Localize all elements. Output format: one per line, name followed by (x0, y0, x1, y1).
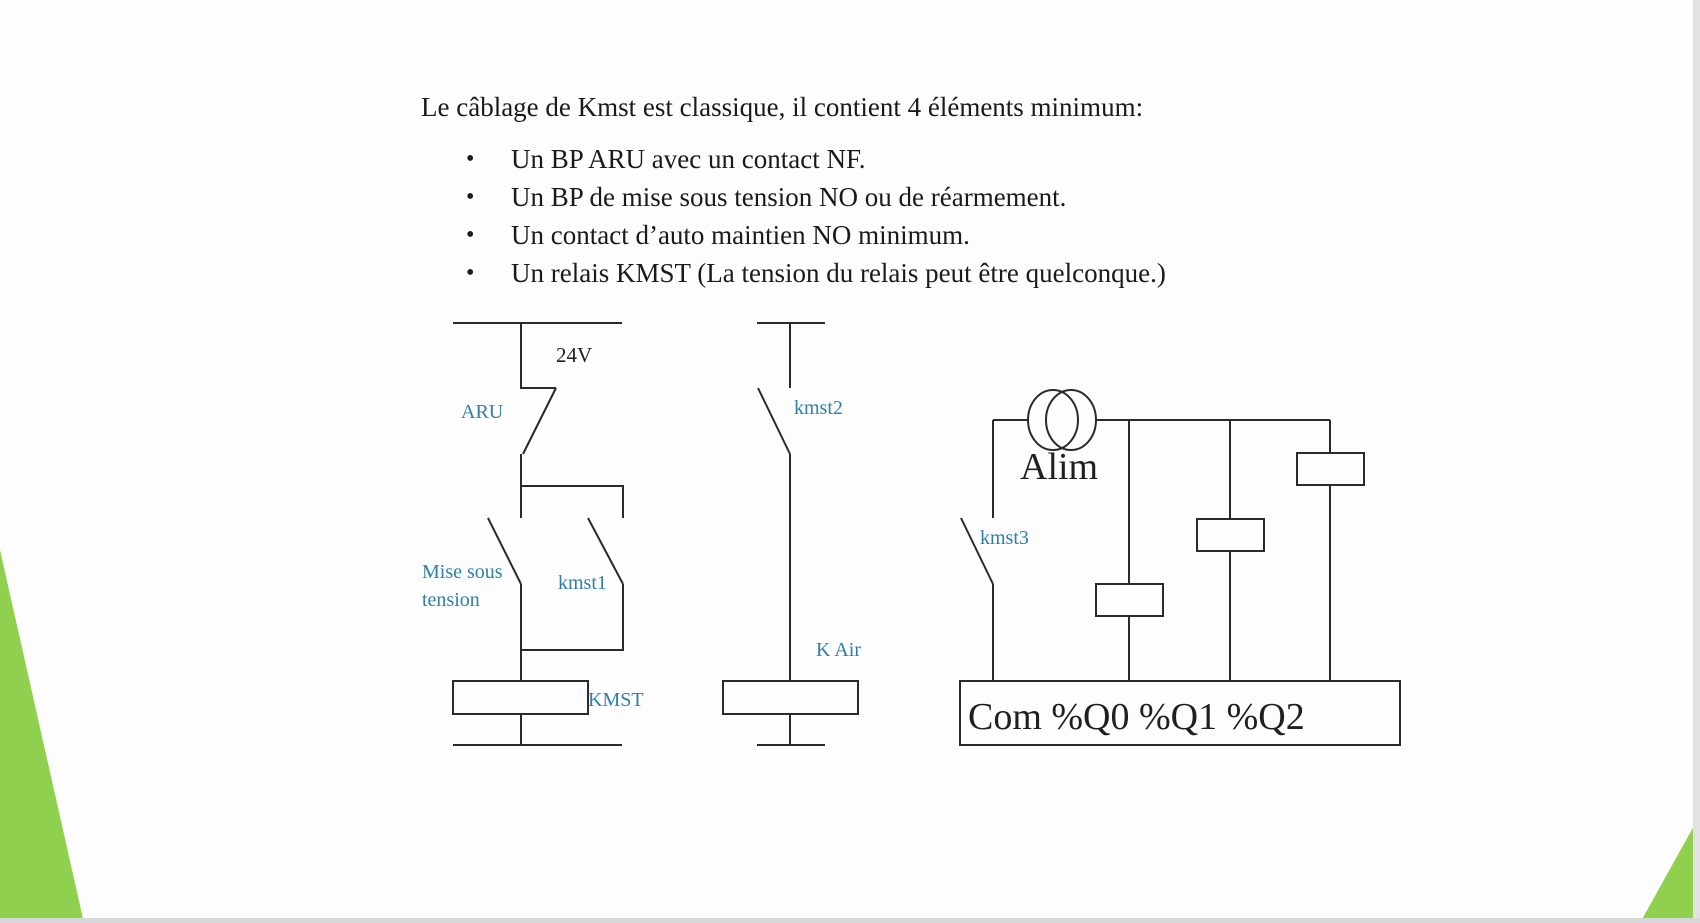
list-item: Un contact d’auto maintien NO minimum. (466, 216, 1166, 254)
k-air-label: K Air (816, 639, 861, 661)
kmst3-label: kmst3 (980, 527, 1029, 549)
kmst2-no-contact (757, 387, 791, 455)
right-green-accent (1640, 815, 1700, 923)
list-item: Un relais KMST (La tension du relais peu… (466, 254, 1166, 292)
supply-wire (520, 323, 556, 389)
aru-nc-contact (522, 387, 557, 455)
circuit-kmst (452, 322, 624, 746)
output-q2-load (1296, 452, 1365, 486)
plc-terminal-block (959, 680, 1401, 746)
mise-sous-tension-label: Mise sous (422, 561, 503, 583)
k-air-coil (722, 680, 859, 715)
circuit-k-air (722, 322, 859, 746)
bottom-edge-shadow (0, 918, 1700, 923)
terminal-block-label: Com %Q0 %Q1 %Q2 (968, 696, 1305, 738)
mise-sous-tension-label-line2: tension (422, 589, 480, 611)
kmst-coil (452, 680, 589, 715)
output-q1-load (1196, 518, 1265, 552)
right-edge-shadow (1693, 0, 1700, 923)
aru-label: ARU (461, 401, 504, 423)
circuit-plc-outputs (959, 389, 1401, 746)
alim-label: Alim (1020, 446, 1098, 488)
kmst3-no-contact (960, 517, 994, 585)
mise-sous-tension-no-contact (487, 517, 522, 585)
kmst-coil-label: KMST (588, 689, 644, 711)
wire (521, 584, 624, 651)
left-green-accent (0, 550, 84, 923)
list-item: Un BP ARU avec un contact NF. (466, 140, 1166, 178)
requirements-list: Un BP ARU avec un contact NF. Un BP de m… (466, 140, 1166, 292)
list-item: Un BP de mise sous tension NO ou de réar… (466, 178, 1166, 216)
supply-voltage-label: 24V (556, 343, 592, 367)
kmst1-no-contact (587, 517, 624, 585)
intro-text: Le câblage de Kmst est classique, il con… (421, 92, 1144, 122)
kmst2-label: kmst2 (794, 397, 843, 419)
wire (521, 485, 624, 518)
kmst1-label: kmst1 (558, 572, 607, 594)
output-q0-load (1095, 583, 1164, 617)
